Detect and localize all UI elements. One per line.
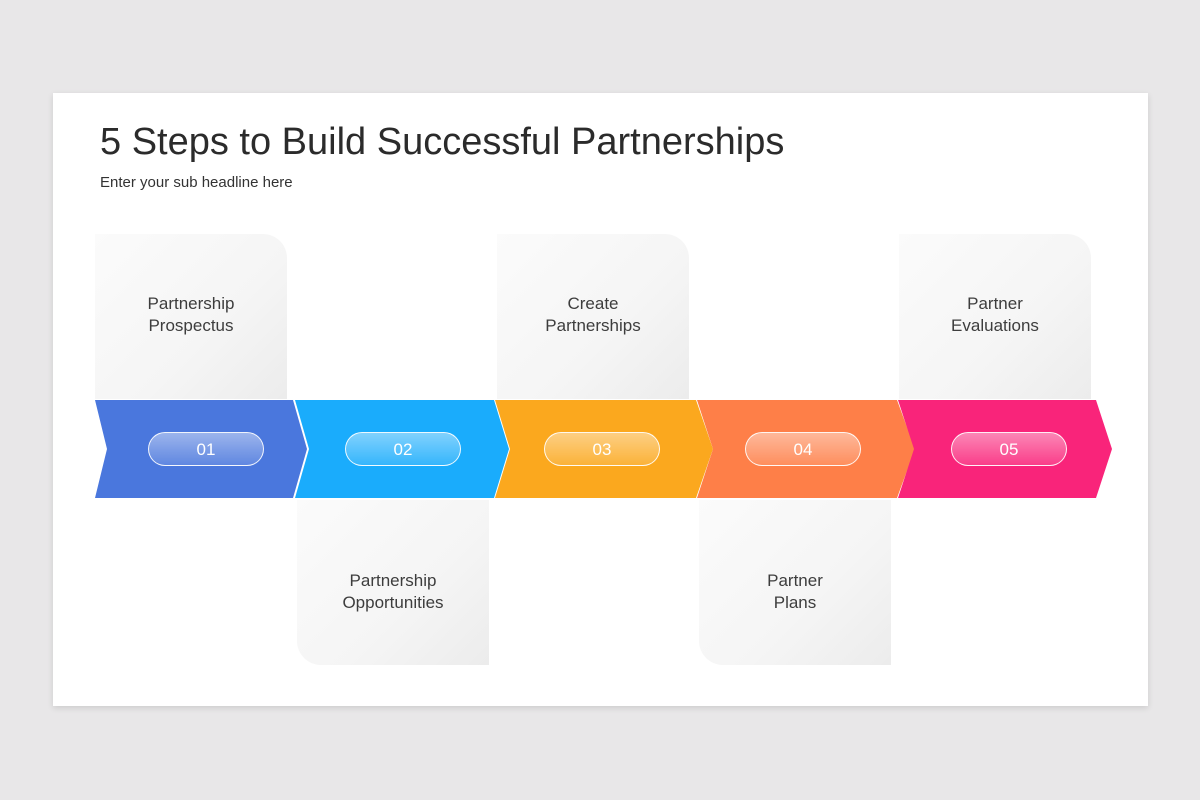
step-3-label: Create Partnerships: [497, 293, 689, 337]
step-1-badge-wrap: 01: [95, 400, 307, 498]
step-3-card: Create Partnerships: [497, 234, 689, 399]
step-1-label-line2: Prospectus: [148, 316, 234, 335]
step-1-card: Partnership Prospectus: [95, 234, 287, 399]
step-4-label: Partner Plans: [699, 570, 891, 614]
step-2-label-line1: Partnership: [349, 571, 437, 590]
step-4-badge-wrap: 04: [697, 400, 915, 498]
slide: 5 Steps to Build Successful Partnerships…: [53, 93, 1148, 706]
step-5-label-line2: Evaluations: [951, 316, 1039, 335]
step-1-number-badge: 01: [148, 432, 264, 466]
step-4-label-line1: Partner: [767, 571, 823, 590]
step-2-card: Partnership Opportunities: [297, 500, 489, 665]
step-5-badge-wrap: 05: [898, 400, 1112, 498]
step-3-label-line1: Create: [567, 294, 619, 313]
step-2-chevron-shape: [295, 400, 509, 498]
step-4-label-line2: Plans: [773, 593, 817, 612]
step-4-number-badge: 04: [745, 432, 861, 466]
step-1-chevron-shape: [95, 400, 307, 498]
step-5-label: Partner Evaluations: [899, 293, 1091, 337]
step-2-badge-wrap: 02: [295, 400, 509, 498]
step-3-chevron: [495, 400, 713, 498]
step-1-label: Partnership Prospectus: [95, 293, 287, 337]
step-4-chevron-shape: [697, 400, 915, 498]
step-2-number-badge: 02: [345, 432, 461, 466]
step-3-chevron-shape: [495, 400, 713, 498]
step-4-card: Partner Plans: [699, 500, 891, 665]
step-2-label-line2: Opportunities: [342, 593, 444, 612]
step-1-chevron: [95, 400, 307, 498]
step-2-label: Partnership Opportunities: [297, 570, 489, 614]
step-3-badge-wrap: 03: [495, 400, 713, 498]
step-2-chevron: [295, 400, 509, 498]
step-5-chevron-shape: [898, 400, 1112, 498]
step-4-chevron: [697, 400, 915, 498]
step-5-number-badge: 05: [951, 432, 1067, 466]
step-1-label-line1: Partnership: [147, 294, 235, 313]
slide-subtitle: Enter your sub headline here: [100, 174, 293, 191]
slide-title: 5 Steps to Build Successful Partnerships: [100, 121, 785, 163]
step-3-number-badge: 03: [544, 432, 660, 466]
step-5-chevron: [898, 400, 1112, 498]
step-3-label-line2: Partnerships: [545, 316, 641, 335]
step-5-label-line1: Partner: [967, 294, 1023, 313]
step-5-card: Partner Evaluations: [899, 234, 1091, 399]
